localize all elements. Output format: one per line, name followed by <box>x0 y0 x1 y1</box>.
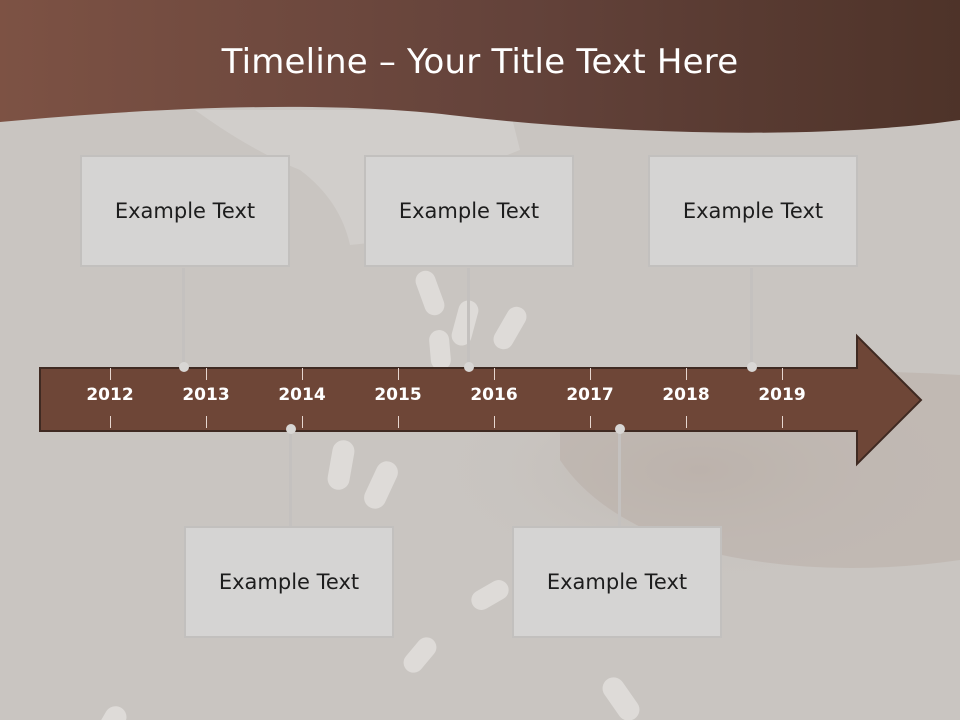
connector-bottom-1 <box>289 430 292 527</box>
year-tick <box>110 416 111 428</box>
event-box-top-2: Example Text <box>364 155 574 267</box>
timeline-marker <box>747 362 757 372</box>
year-label-2016: 2016 <box>470 385 518 405</box>
year-label-2017: 2017 <box>566 385 614 405</box>
timeline-marker <box>464 362 474 372</box>
year-tick <box>206 416 207 428</box>
year-tick <box>398 368 399 380</box>
year-label-2018: 2018 <box>662 385 710 405</box>
year-tick <box>782 416 783 428</box>
year-tick <box>686 416 687 428</box>
event-box-bottom-2: Example Text <box>512 526 722 638</box>
year-label-2012: 2012 <box>86 385 134 405</box>
year-label-2019: 2019 <box>758 385 806 405</box>
connector-top-2 <box>467 268 470 366</box>
year-tick <box>590 416 591 428</box>
year-tick <box>398 416 399 428</box>
year-tick <box>110 368 111 380</box>
timeline-marker <box>286 424 296 434</box>
year-tick <box>782 368 783 380</box>
year-tick <box>686 368 687 380</box>
timeline-marker <box>615 424 625 434</box>
event-box-bottom-1: Example Text <box>184 526 394 638</box>
event-box-top-1: Example Text <box>80 155 290 267</box>
year-tick <box>494 368 495 380</box>
year-tick <box>302 368 303 380</box>
connector-bottom-2 <box>618 430 621 527</box>
timeline-marker <box>179 362 189 372</box>
slide-title: Timeline – Your Title Text Here <box>221 42 739 82</box>
event-box-top-3: Example Text <box>648 155 858 267</box>
connector-top-3 <box>750 268 753 366</box>
year-tick <box>302 416 303 428</box>
year-label-2013: 2013 <box>182 385 230 405</box>
year-label-2015: 2015 <box>374 385 422 405</box>
year-tick <box>206 368 207 380</box>
year-tick <box>590 368 591 380</box>
connector-top-1 <box>182 268 185 366</box>
year-tick <box>494 416 495 428</box>
year-label-2014: 2014 <box>278 385 326 405</box>
